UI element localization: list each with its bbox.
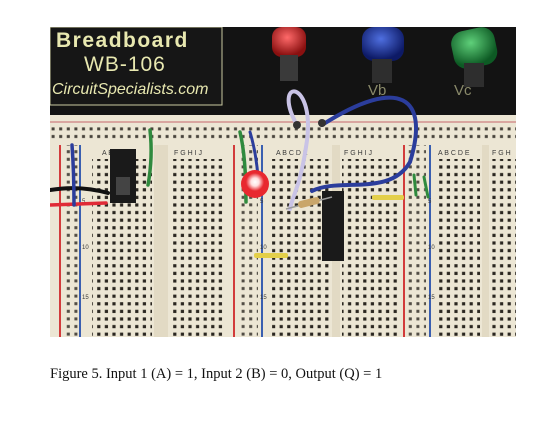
brand-line-2: WB-106 [84,53,166,76]
breadboard-illustration: Breadboard WB-106 CircuitSpecialists.com… [50,27,516,337]
binding-post-blue [362,27,404,83]
power-rail-stripes [59,145,431,337]
column-header: F G H [492,150,511,157]
row-number: 10 [428,245,435,251]
column-header: F G H I J [344,150,372,157]
breadboard-photo: Breadboard WB-106 CircuitSpecialists.com… [50,27,516,337]
row-number: 5 [428,199,432,205]
wire-end [293,121,301,129]
row-number: 10 [260,245,267,251]
yellow-jumper [372,195,404,200]
brand-logo: Breadboard WB-106 CircuitSpecialists.com [50,27,223,106]
binding-post-red [272,27,306,81]
row-number: 15 [260,295,267,301]
row-number: 10 [82,245,89,251]
resistor [285,196,333,210]
brand-line-1: Breadboard [56,29,189,52]
wire-end [318,119,326,127]
row-number: 15 [428,295,435,301]
row-number: 5 [82,199,86,205]
column-header: F G H I J [174,150,202,157]
terminal-strip-holes [92,159,516,337]
column-header: A B C D E [438,150,470,157]
column-header: A B C D E [276,150,308,157]
top-power-rail [50,125,516,141]
row-number: 15 [82,295,89,301]
terminal-label-vc: Vc [454,82,472,99]
binding-post-green [451,27,498,87]
row-number: 5 [260,199,264,205]
yellow-jumper [254,253,288,258]
figure-caption: Figure 5. Input 1 (A) = 1, Input 2 (B) =… [50,366,383,382]
brand-line-3: CircuitSpecialists.com [52,81,208,98]
ic-chip [322,191,344,261]
terminal-label-vb: Vb [368,82,386,99]
row-numbers: 5 10 15 5 10 15 5 10 15 [82,199,435,301]
